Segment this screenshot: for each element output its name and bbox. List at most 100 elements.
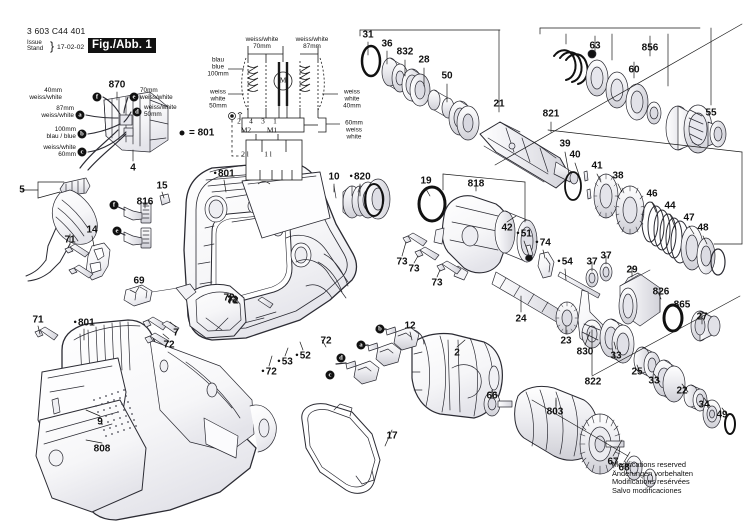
part-callout-4: 4 — [130, 163, 136, 174]
part-callout-40: 40 — [569, 150, 580, 161]
part-callout-33: 33 — [648, 376, 659, 387]
part-callout-44: 44 — [664, 201, 675, 212]
callout-number: 72 — [320, 335, 332, 347]
part-callout-60: 60 — [628, 65, 639, 76]
part-callout-71: 71 — [64, 235, 75, 246]
part-callout-21: 21 — [493, 99, 504, 110]
part-callout-816: 816 — [137, 197, 154, 208]
part-callout-17: 17 — [386, 431, 397, 442]
part-callout-5: 5 — [19, 185, 25, 196]
callout-number: 801 — [217, 168, 235, 180]
callout-number: 73 — [431, 277, 443, 289]
part-callout-72: 72 — [226, 295, 237, 306]
part-callout-34: 34 — [698, 400, 709, 411]
part-callout-808: 808 — [94, 444, 111, 455]
callout-number: 856 — [641, 42, 659, 54]
callout-number: 22 — [676, 385, 688, 397]
callout-number: 71 — [64, 234, 76, 246]
callout-number: 33 — [648, 375, 660, 387]
part-callout-63: 63 — [589, 41, 600, 52]
part-callout-856: 856 — [642, 43, 659, 54]
callout-number: 9 — [97, 416, 103, 428]
part-callout-37: 37 — [586, 257, 597, 268]
part-callout-803: 803 — [547, 407, 564, 418]
part-callout-24: 24 — [515, 314, 526, 325]
part-callout-22: 22 — [676, 386, 687, 397]
callout-number: 37 — [586, 256, 598, 268]
part-callout-23: 23 — [560, 336, 571, 347]
part-callout-52: ●52 — [295, 351, 311, 362]
callout-number: 821 — [542, 108, 560, 120]
group-intermediate-shaft — [491, 244, 721, 349]
group-spindle-upper — [360, 44, 579, 189]
callout-number: 74 — [539, 237, 551, 249]
part-callout-870: 870 — [109, 80, 126, 91]
callout-number: 29 — [626, 264, 638, 276]
part-callout-822: 822 — [585, 377, 602, 388]
callout-number: 17 — [386, 430, 398, 442]
callout-number: 27 — [696, 311, 708, 323]
callout-number: 71 — [32, 314, 44, 326]
bottom-terminal-1l: 1 l — [264, 149, 272, 159]
callout-number: 801 — [77, 317, 95, 329]
callout-number: 816 — [136, 196, 154, 208]
part-callout-832: 832 — [397, 47, 414, 58]
part-callout-39: 39 — [559, 139, 570, 150]
motor-symbol: M — [279, 75, 287, 85]
callout-number: 55 — [705, 107, 717, 119]
callout-number: 5 — [19, 184, 25, 196]
callout-number: 63 — [589, 40, 601, 52]
callout-bullet-icon: ● — [295, 352, 299, 359]
callout-number: 23 — [560, 335, 572, 347]
callout-number: 822 — [584, 376, 602, 388]
part-callout-12: 12 — [404, 321, 415, 332]
issue-brace: } — [50, 39, 55, 53]
terminal-3: 3 — [261, 116, 265, 126]
callout-number: 33 — [610, 350, 622, 362]
part-callout-820: ●820 — [349, 172, 370, 183]
callout-bullet-icon: ● — [349, 173, 353, 180]
part-callout-7: 7 — [173, 328, 179, 339]
part-callout-818: 818 — [468, 179, 485, 190]
part-callout-50: 50 — [441, 71, 452, 82]
footer-line-en: Modifications reserved — [612, 460, 686, 469]
callout-number: 68 — [618, 462, 630, 474]
part-callout-47: 47 — [683, 213, 694, 224]
part-callout-821: 821 — [543, 109, 560, 120]
part-callout-48: 48 — [697, 223, 708, 234]
part-callout-73: 73 — [431, 278, 442, 289]
part-callout-51: ●51 — [516, 229, 532, 240]
callout-number: 7 — [173, 327, 179, 339]
part-callout-14: 14 — [86, 225, 97, 236]
callout-bullet-icon: ● — [557, 258, 561, 265]
part-callout-72: 72 — [320, 336, 331, 347]
callout-number: 24 — [515, 313, 527, 325]
marker-e: e — [129, 92, 139, 102]
callout-bullet-icon: ● — [516, 230, 520, 237]
marker-g-brush: f — [109, 200, 119, 210]
part-callout-2: 2 — [454, 348, 460, 359]
callout-number: 15 — [156, 180, 168, 192]
part-callout-69: 69 — [133, 276, 144, 287]
part-callout-801: ●801 — [213, 169, 234, 180]
part-callout-31: 31 — [362, 30, 373, 41]
group-bearing-train — [599, 318, 736, 435]
callout-number: 51 — [520, 228, 532, 240]
part-callout-830: 830 — [577, 347, 594, 358]
part-callout-801: ●801 — [73, 318, 94, 329]
group-lower-housing — [34, 283, 277, 521]
callout-number: 10 — [328, 171, 340, 183]
callout-number: 34 — [698, 399, 710, 411]
legend-bullet-icon — [179, 130, 185, 136]
callout-number: 40 — [569, 149, 581, 161]
callout-number: 60 — [628, 64, 640, 76]
marker-b-stator: b — [375, 324, 385, 334]
group-tool-holder — [553, 49, 727, 154]
callout-number: 50 — [441, 70, 453, 82]
callout-number: 39 — [559, 138, 571, 150]
part-callout-28: 28 — [418, 55, 429, 66]
callout-number: 870 — [108, 79, 126, 91]
